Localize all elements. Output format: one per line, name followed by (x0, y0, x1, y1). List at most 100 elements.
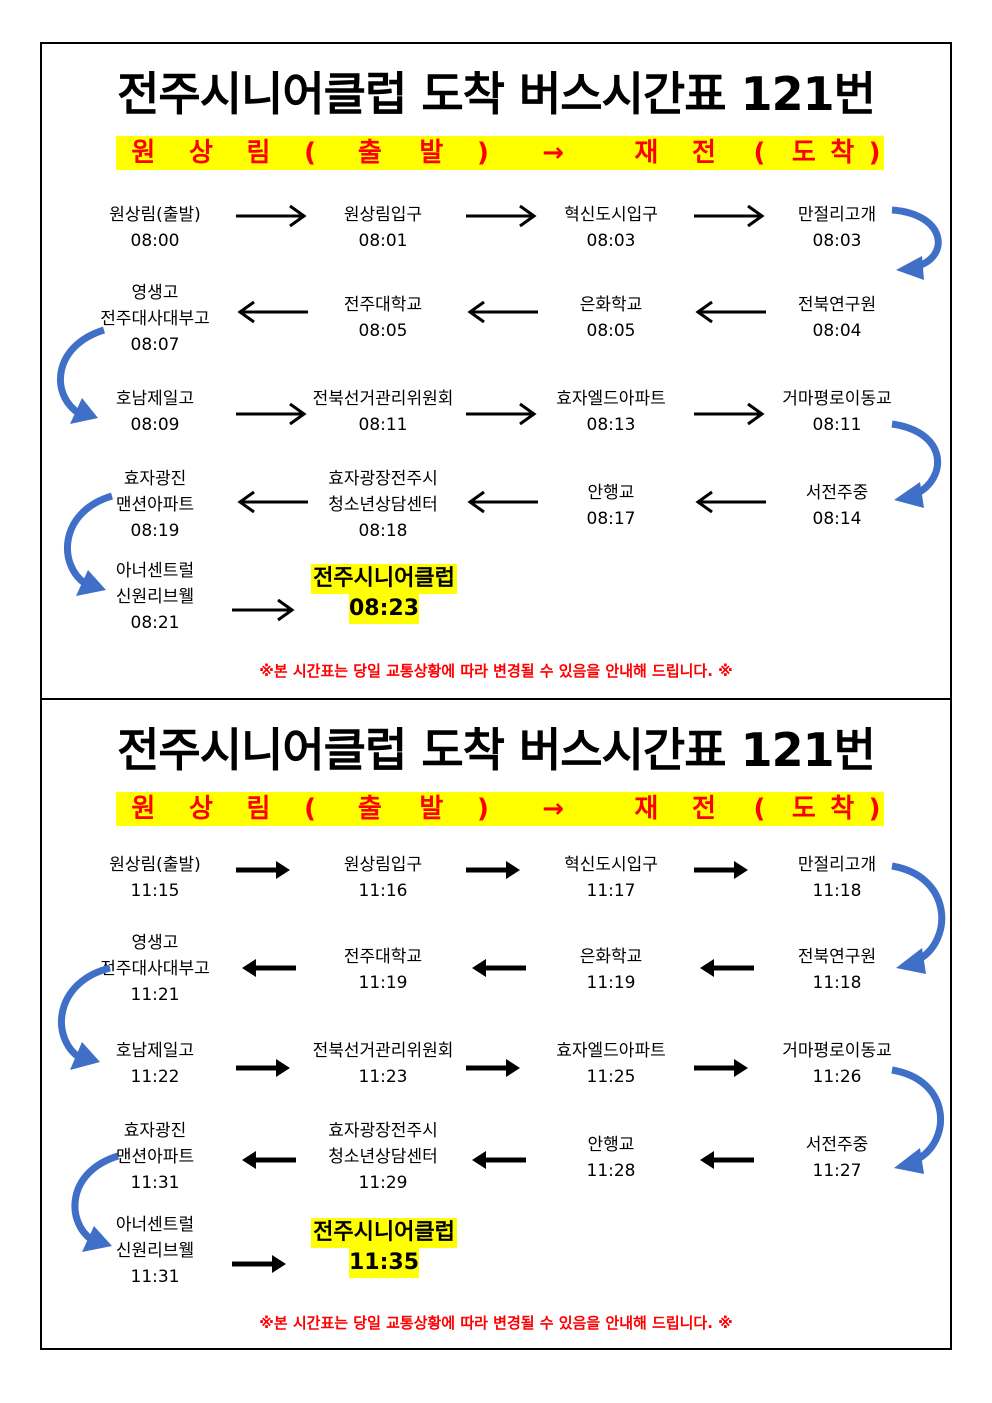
route-char: 림 (246, 794, 271, 824)
destination-time: 11:35 (349, 1248, 419, 1278)
arrow-right-icon (466, 402, 537, 426)
arrow-right-icon (466, 1059, 520, 1077)
route-char: 원 (131, 138, 156, 168)
arrow-left-icon (242, 1151, 296, 1169)
stop-time: 08:09 (130, 415, 180, 435)
bus-stop: 전북선거관리위원회 11:23 (288, 1038, 478, 1090)
curved-arrow-down-icon (58, 964, 111, 1070)
route-char: 원 (131, 794, 156, 824)
destination-time: 08:23 (349, 594, 419, 624)
route-char: 발 (419, 794, 444, 824)
stop-name: 효자광장전주시 청소년상담센터 (328, 469, 438, 515)
stop-name: 전북선거관리위원회 (312, 1041, 454, 1061)
stop-time: 11:23 (358, 1067, 408, 1087)
timetable-panel-midday: 전주시니어클럽 도착 버스시간표 121번 원 상 림 ( 출 발 ) → 재 … (40, 698, 952, 1350)
destination-name: 전주시니어클럽 (311, 564, 457, 594)
stop-time: 11:31 (130, 1267, 180, 1287)
route-char: 상 (188, 138, 213, 168)
curved-arrow-down-icon (63, 492, 114, 596)
arrow-right-icon (232, 598, 295, 622)
route-arrow-char: → (542, 794, 565, 824)
stop-time: 08:03 (586, 231, 636, 251)
stop-time: 08:18 (358, 521, 408, 541)
route-char: ( (304, 138, 317, 168)
stop-time: 11:19 (358, 973, 408, 993)
route-char: 상 (188, 794, 213, 824)
stop-name: 효자광진 맨션아파트 (115, 1121, 195, 1167)
stop-time: 08:00 (130, 231, 180, 251)
route-char: ( (753, 794, 766, 824)
route-char: 착 (830, 794, 855, 824)
stop-name: 서전주중 (805, 483, 869, 503)
stop-name: 혁신도시입구 (564, 205, 658, 225)
route-char: 출 (357, 794, 382, 824)
arrow-left-icon (237, 490, 308, 514)
stop-time: 08:11 (358, 415, 408, 435)
route-char: ) (868, 138, 881, 168)
route-char: 도 (791, 138, 816, 168)
route-banner: 원 상 림 ( 출 발 ) → 재 전 ( 도 착 ) (116, 792, 884, 826)
arrow-right-icon (466, 204, 537, 228)
stop-name: 원상림입구 (343, 205, 423, 225)
stop-time: 11:25 (586, 1067, 636, 1087)
stop-time: 11:27 (812, 1161, 862, 1181)
stop-time: 11:22 (130, 1067, 180, 1087)
route-char: 착 (830, 138, 855, 168)
stop-name: 안행교 (587, 483, 635, 503)
route-char: 발 (419, 138, 444, 168)
arrow-right-icon (466, 861, 520, 879)
arrow-right-icon (232, 1255, 286, 1273)
bus-stop: 전북선거관리위원회 08:11 (288, 386, 478, 438)
stop-time: 08:05 (586, 321, 636, 341)
arrow-left-icon (700, 959, 754, 977)
stop-time: 11:26 (812, 1067, 862, 1087)
stop-name: 거마평로이동교 (782, 1041, 892, 1061)
stop-name: 전북선거관리위원회 (312, 389, 454, 409)
bus-stop: 만절리고개 11:18 (742, 852, 932, 904)
destination-stop: 전주시니어클럽 08:23 (294, 564, 474, 624)
arrow-left-icon (472, 959, 526, 977)
arrow-left-icon (242, 959, 296, 977)
stop-time: 11:31 (130, 1173, 180, 1193)
stop-time: 11:18 (812, 881, 862, 901)
stop-name: 전북연구원 (797, 295, 877, 315)
stop-name: 원상림입구 (343, 855, 423, 875)
stop-time: 08:14 (812, 509, 862, 529)
arrow-right-icon (236, 402, 307, 426)
stop-name: 효자엘드아파트 (556, 1041, 666, 1061)
route-arrow-char: → (542, 138, 565, 168)
timetable-title: 전주시니어클럽 도착 버스시간표 121번 (117, 67, 876, 121)
bus-stop: 원상림(출발)08:00 (60, 202, 250, 254)
stop-name: 전북연구원 (797, 947, 877, 967)
bus-stop: 효자엘드아파트 11:25 (516, 1038, 706, 1090)
arrow-left-icon (237, 300, 308, 324)
timetable-panel-morning: 전주시니어클럽 도착 버스시간표 121번 원 상 림 ( 출 발 ) → 재 … (40, 42, 952, 700)
curved-arrow-down-icon (891, 862, 946, 974)
arrow-left-icon (695, 300, 766, 324)
arrow-right-icon (236, 204, 307, 228)
curved-arrow-down-icon (891, 420, 942, 508)
stop-name: 효자광장전주시 청소년상담센터 (328, 1121, 438, 1167)
stop-name: 원상림(출발) (109, 855, 201, 875)
stop-time: 11:17 (586, 881, 636, 901)
curved-arrow-down-icon (891, 206, 942, 280)
stop-name: 은화학교 (579, 947, 643, 967)
notice-text: ※본 시간표는 당일 교통상황에 따라 변경될 수 있음을 안내해 드립니다. … (259, 1314, 733, 1332)
stop-name: 아너센트럴 신원리브웰 (115, 561, 195, 607)
stop-name: 만절리고개 (797, 855, 877, 875)
